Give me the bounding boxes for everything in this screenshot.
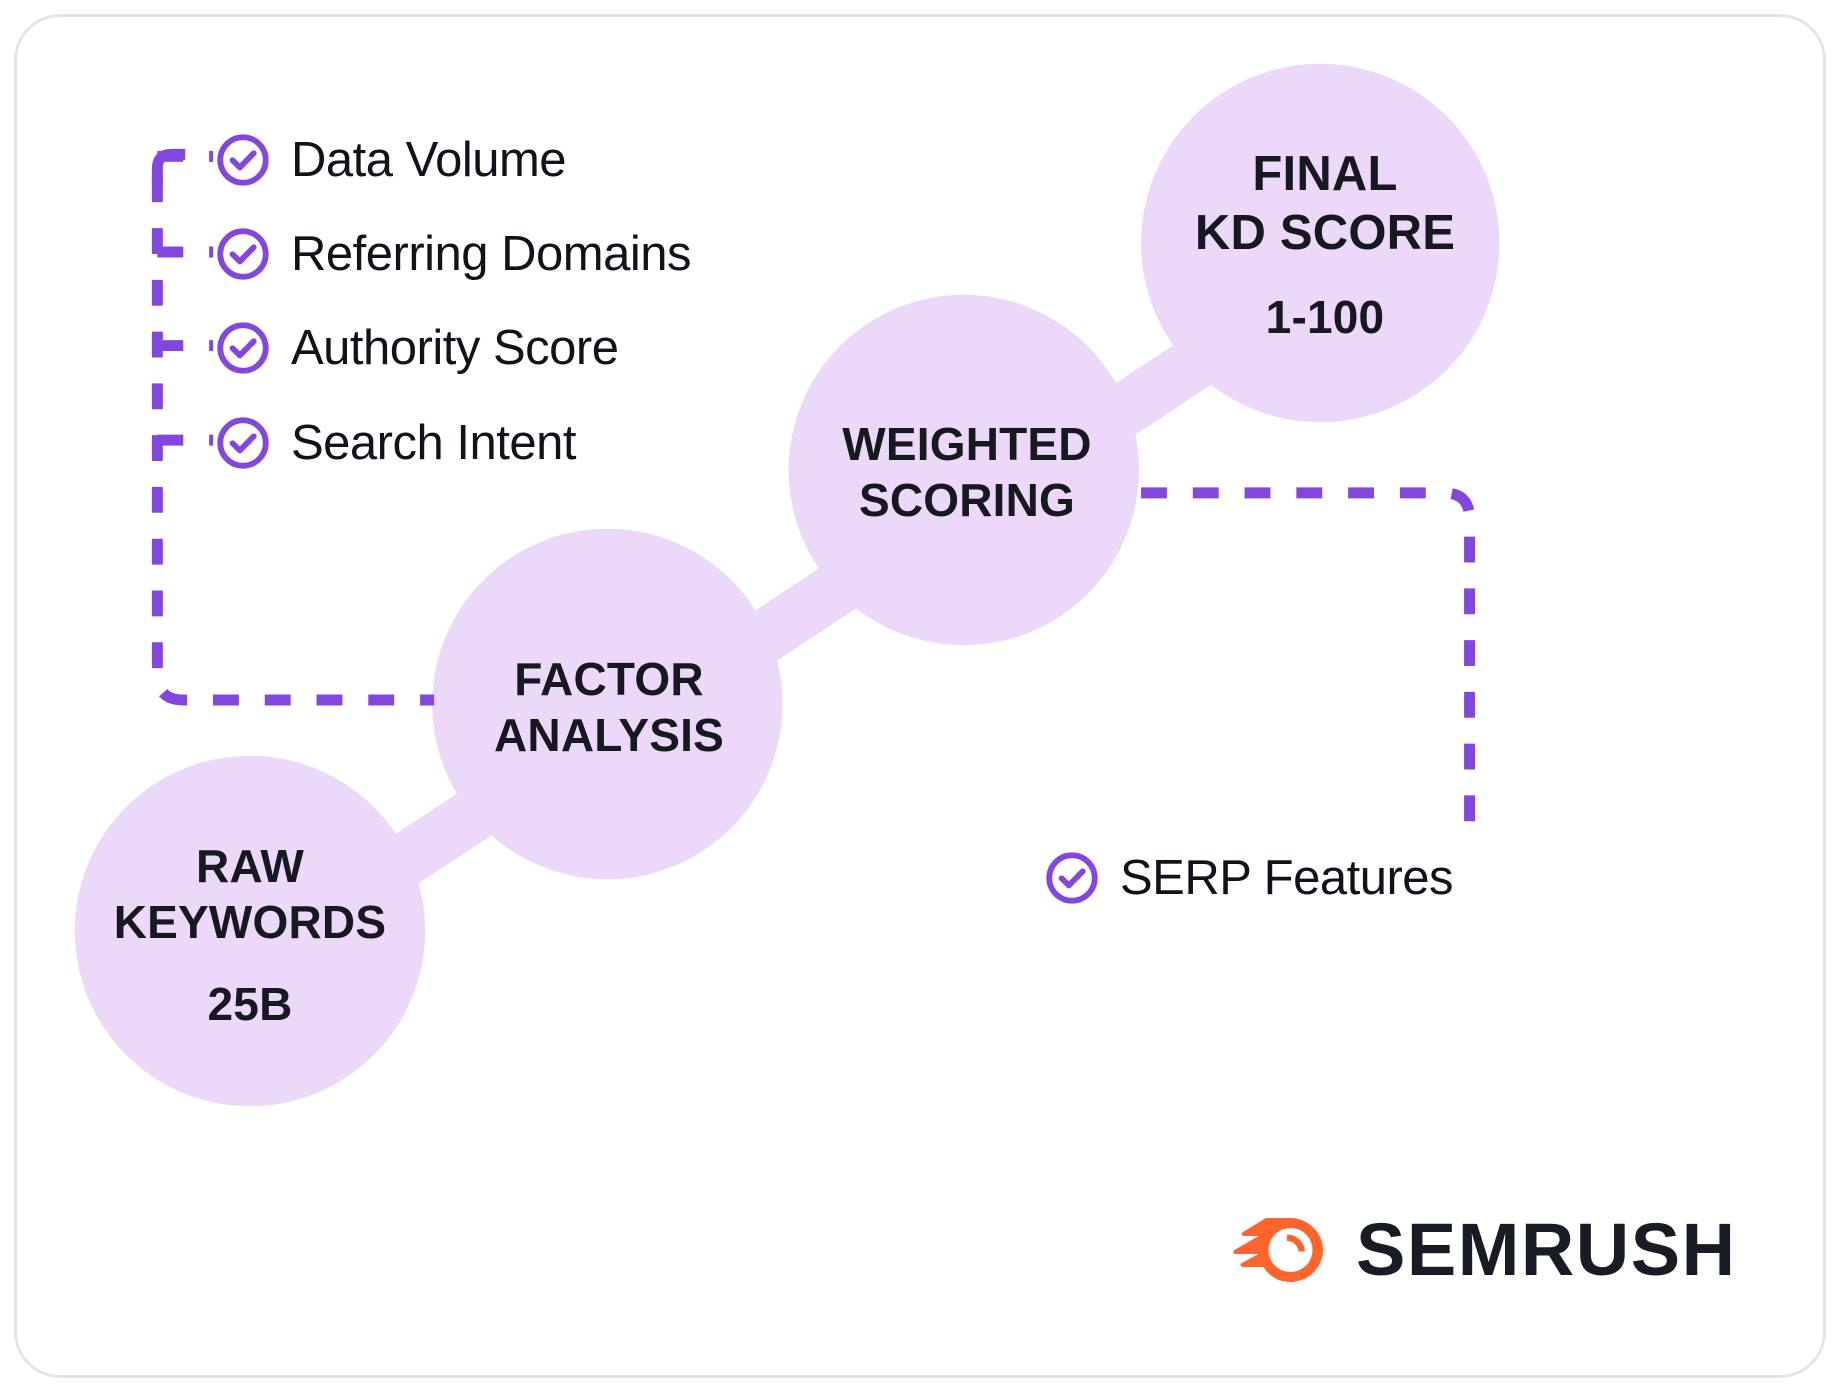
flow-nodes	[74, 63, 1500, 1107]
check-circle-icon	[1046, 852, 1098, 904]
node-circle-raw-keywords[interactable]	[74, 755, 426, 1107]
semrush-comet-icon	[1233, 1218, 1323, 1282]
check-circle-icon	[217, 134, 269, 186]
checklist-item-label: Authority Score	[291, 320, 619, 375]
check-circle-icon	[217, 228, 269, 280]
dashed-connectors-right	[1141, 487, 1476, 826]
checklist-item-label: Data Volume	[291, 132, 567, 187]
check-circle-icon	[217, 417, 269, 469]
dashed-spine-right	[1141, 487, 1476, 826]
checklist-item-search-intent[interactable]: Search Intent	[215, 415, 576, 471]
semrush-logo[interactable]: SEMRUSH	[1230, 1212, 1737, 1288]
flow-graphics-layer	[74, 63, 1500, 1107]
dashed-connectors-left	[151, 148, 435, 706]
semrush-wordmark: SEMRUSH	[1356, 1208, 1737, 1291]
checklist-item-serp-features[interactable]: SERP Features	[1044, 850, 1454, 906]
node-circle-final-kd-score[interactable]	[1141, 63, 1500, 423]
checklist-item-data-volume[interactable]: Data Volume	[215, 132, 567, 188]
node-circle-weighted-scoring[interactable]	[788, 294, 1140, 646]
check-circle-icon	[217, 322, 269, 374]
checklist-item-label: Referring Domains	[291, 226, 692, 281]
dashed-spine-left	[151, 176, 435, 706]
node-circle-factor-analysis[interactable]	[432, 528, 783, 880]
diagram-card: Data Volume Referring Domains Authority …	[14, 14, 1826, 1378]
checklist-item-label: Search Intent	[291, 415, 576, 470]
checklist-item-label: SERP Features	[1120, 850, 1454, 905]
dashed-spine-top-corner	[151, 148, 186, 183]
checklist-item-referring-domains[interactable]: Referring Domains	[215, 226, 692, 282]
checklist-item-authority-score[interactable]: Authority Score	[215, 320, 619, 376]
